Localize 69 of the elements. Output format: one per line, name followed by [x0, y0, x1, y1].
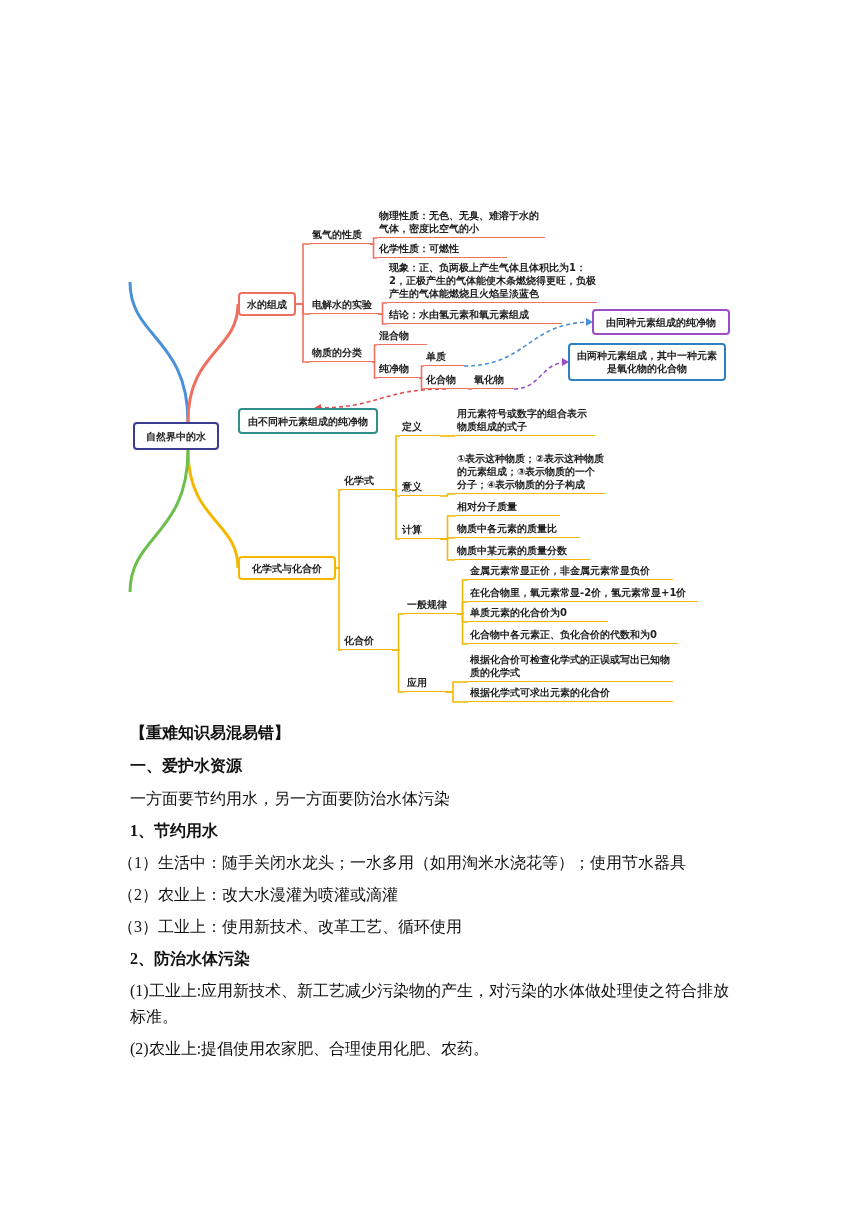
- branch-line: [186, 449, 240, 569]
- topic-box: 化学式与化合价: [238, 556, 336, 580]
- branch-line: [371, 344, 378, 363]
- underlined-topic: 化合物: [424, 371, 468, 389]
- underlined-topic: ①表示这种物质；②表示这种物质的元素组成；③表示物质的一个分子；④表示物质的分子构成: [455, 438, 605, 494]
- branch-line: [391, 649, 406, 693]
- underlined-topic: 氧化物: [472, 371, 514, 389]
- underlined-topic: 化学性质：可燃性: [377, 240, 507, 258]
- dashed-arrow: [463, 318, 593, 367]
- underlined-topic: 混合物: [377, 327, 427, 345]
- underlined-topic: 单质: [424, 348, 464, 366]
- section-heading: 2、防治水体污染: [130, 949, 251, 969]
- underlined-topic: 定义: [400, 418, 440, 436]
- underlined-topic: 电解水的实验: [310, 296, 378, 314]
- branch-line: [128, 449, 190, 593]
- branch-line: [467, 388, 473, 390]
- body-text: （2）农业上：改大水漫灌为喷灌或滴灌: [118, 885, 399, 905]
- topic-box: 由同种元素组成的纯净物: [592, 309, 730, 335]
- branch-line: [335, 489, 343, 569]
- topic-box: 水的组成: [238, 292, 296, 316]
- branch-line: [371, 361, 378, 379]
- underlined-topic: 计算: [400, 521, 440, 539]
- underlined-topic: 单质元素的化合价为0: [468, 604, 608, 622]
- underlined-topic: 应用: [405, 674, 445, 692]
- section-heading: 1、节约用水: [130, 821, 219, 841]
- body-text: (1)工业上:应用新技术、新工艺减少污染物的产生，对污染的水体做处理使之符合排放标准。: [130, 981, 731, 1027]
- branch-line: [335, 567, 343, 651]
- underlined-topic: 结论：水由氢元素和氧元素组成: [387, 306, 562, 324]
- branch-line: [377, 313, 388, 325]
- central-topic-box: 自然界中的水: [133, 422, 219, 450]
- body-text: 一方面要节约用水，另一方面要防治水体污染: [130, 789, 451, 809]
- underlined-topic: 意义: [400, 478, 440, 496]
- body-text: （3）工业上：使用新技术、改革工艺、循环使用: [118, 917, 463, 937]
- branch-line: [186, 303, 240, 423]
- underlined-topic: 用元素符号或数字的组合表示物质组成的式子: [455, 402, 595, 436]
- branch-line: [456, 613, 469, 645]
- underlined-topic: 物质中某元素的质量分数: [455, 542, 590, 560]
- underlined-topic: 金属元素常显正价，非金属元素常显负价: [468, 562, 673, 580]
- underlined-topic: 现象：正、负两极上产生气体且体积比为1：2，正极产生的气体能使木条燃烧得更旺，负极产生的气体能燃烧且火焰呈淡蓝色: [387, 259, 597, 303]
- branch-line: [439, 435, 456, 437]
- branch-line: [439, 493, 456, 497]
- branch-line: [444, 691, 469, 703]
- topic-box: 由两种元素组成，其中一种元素是氧化物的化合物: [568, 343, 726, 381]
- branch-line: [128, 281, 190, 423]
- branch-line: [369, 243, 378, 259]
- dashed-arrow: [513, 358, 569, 390]
- underlined-topic: 相对分子质量: [455, 498, 560, 516]
- underlined-topic: 一般规律: [405, 596, 457, 614]
- section-heading: 【重难知识易混易错】: [130, 723, 291, 743]
- underlined-topic: 根据化合价可检查化学式的正误或写出已知物质的化学式: [468, 648, 673, 682]
- branch-line: [418, 377, 425, 390]
- underlined-topic: 物理性质：无色、无臭、难溶于水的气体，密度比空气的小: [377, 204, 545, 238]
- branch-line: [295, 303, 311, 363]
- underlined-topic: 纯净物: [377, 360, 419, 378]
- branch-line: [418, 365, 425, 379]
- underlined-topic: 根据化学式可求出元素的化合价: [468, 684, 673, 702]
- body-text: (2)农业上:提倡使用农家肥、合理使用化肥、农药。: [130, 1039, 491, 1060]
- branch-line: [439, 538, 456, 561]
- underlined-topic: 氢气的性质: [310, 226, 370, 244]
- topic-box: 由不同种元素组成的纯净物: [238, 408, 378, 434]
- underlined-topic: 在化合物里，氧元素常显-2价，氢元素常显+1价: [468, 584, 698, 602]
- body-text: （1）生活中：随手关闭水龙头；一水多用（如用淘米水浇花等）；使用节水器具: [118, 853, 687, 873]
- underlined-topic: 化合价: [342, 632, 392, 650]
- underlined-topic: 物质中各元素的质量比: [455, 520, 580, 538]
- section-heading: 一、爱护水资源: [130, 756, 243, 776]
- underlined-topic: 化合物中各元素正、负化合价的代数和为0: [468, 626, 678, 644]
- underlined-topic: 化学式: [342, 472, 392, 490]
- branch-line: [391, 489, 401, 540]
- underlined-topic: 物质的分类: [310, 344, 372, 362]
